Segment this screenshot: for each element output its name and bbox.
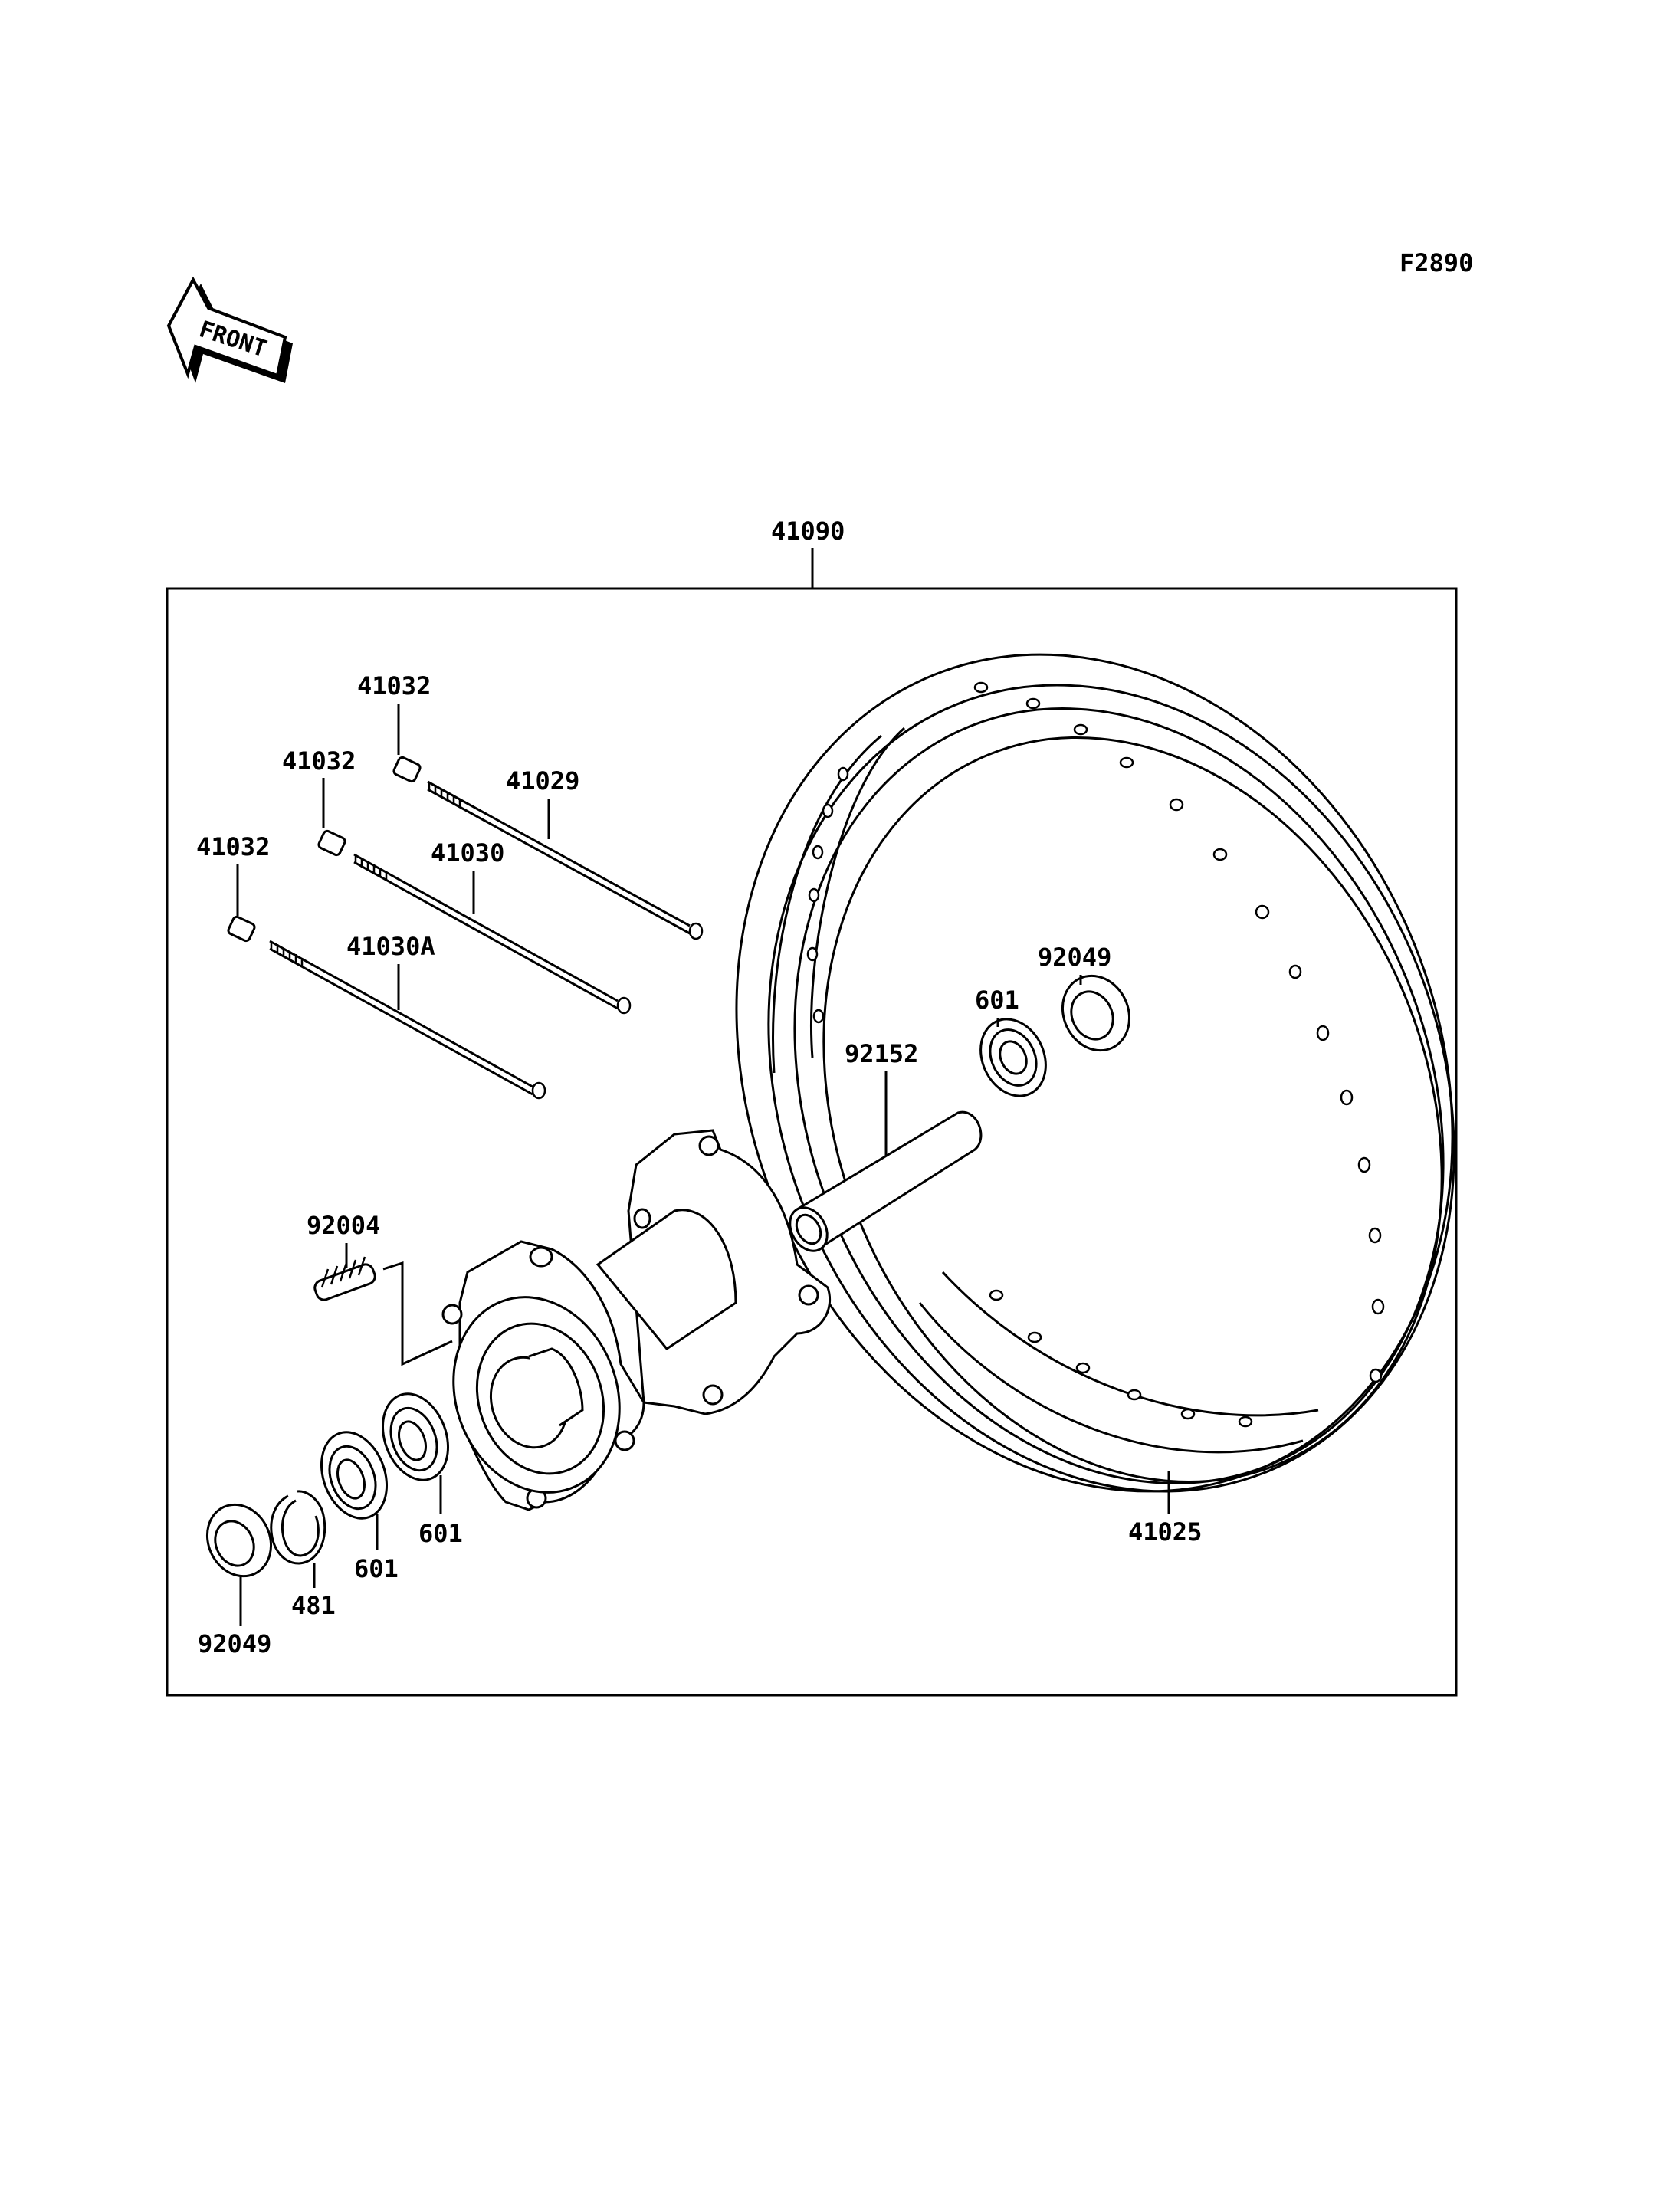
label-assembly: 41090 — [771, 517, 845, 546]
label-seal-left: 92049 — [198, 1629, 271, 1658]
front-arrow-icon: FRONT — [166, 276, 293, 383]
label-stud: 92004 — [307, 1211, 380, 1240]
label-spoke-low: 41030A — [346, 932, 435, 961]
seal-right-drawing — [1061, 974, 1131, 1052]
bearing-right-drawing — [979, 1018, 1047, 1097]
label-bearing-left-b: 601 — [418, 1519, 463, 1548]
label-rim: 41025 — [1128, 1517, 1202, 1547]
bearing-left-b-drawing — [381, 1392, 450, 1481]
label-nipple-top: 41032 — [357, 671, 431, 700]
label-bearing-right: 601 — [975, 986, 1019, 1015]
label-seal-right: 92049 — [1038, 943, 1111, 972]
label-nipple-low: 41032 — [196, 832, 270, 861]
label-nipple-mid: 41032 — [282, 746, 356, 776]
spokes-drawing — [227, 756, 704, 1100]
label-circlip: 481 — [291, 1591, 336, 1620]
circlip-drawing — [270, 1490, 326, 1565]
label-spoke-top: 41029 — [506, 766, 579, 795]
label-spoke-mid: 41030 — [431, 838, 504, 868]
label-collar: 92152 — [845, 1039, 918, 1068]
rim-drawing — [735, 653, 1455, 1493]
seal-left-drawing — [205, 1503, 273, 1578]
bearing-left-a-drawing — [320, 1431, 389, 1520]
assembly-frame — [166, 587, 1458, 1697]
collar-drawing — [789, 1110, 983, 1252]
stud-drawing — [313, 1256, 453, 1366]
label-bearing-left-a: 601 — [354, 1554, 399, 1583]
figure-code: F2890 — [1399, 248, 1473, 277]
hub-drawing — [441, 1129, 832, 1511]
